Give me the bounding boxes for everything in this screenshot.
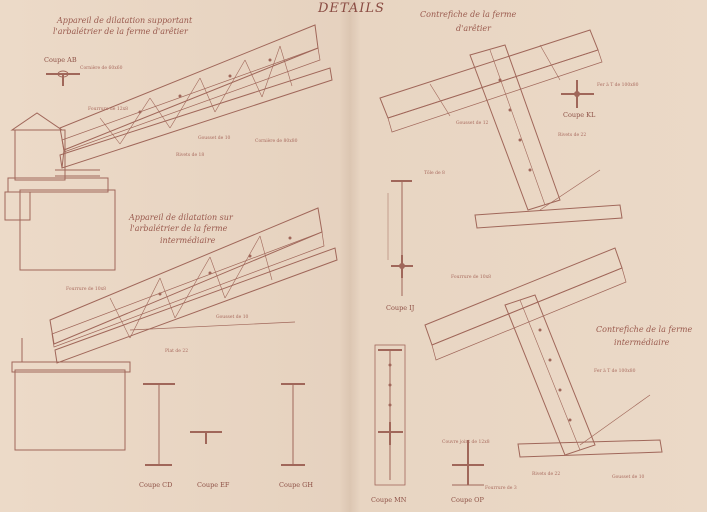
note-7: Fer à T de 100x80 (597, 83, 639, 88)
heading-4: l'arbalétrier de la ferme (130, 224, 228, 233)
cut-mn-label: Coupe MN (371, 496, 407, 504)
upper-left-truss (4, 24, 333, 271)
cut-cd-label: Coupe CD (139, 481, 173, 489)
cut-ab-label: Coupe AB (44, 56, 77, 64)
sections-mn-op (374, 344, 484, 486)
heading-8: Contrefiche de la ferme (596, 325, 693, 334)
note-2: Fourrure de 12x8 (88, 107, 129, 112)
cut-kl-label: Coupe KL (563, 111, 596, 119)
heading-9: intermédiaire (614, 338, 670, 347)
cut-gh-label: Coupe GH (279, 481, 314, 489)
note-9: Rivets de 22 (558, 133, 587, 138)
cut-ij-label: Coupe IJ (386, 304, 415, 312)
heading-7: d'arêtier (456, 24, 491, 33)
cut-op-label: Coupe OP (451, 496, 484, 504)
page-title: DETAILS (318, 1, 385, 16)
heading-6: Contrefiche de la ferme (420, 10, 517, 19)
rivets (138, 58, 580, 422)
note-10: Gousset de 12 (456, 121, 489, 126)
sections-cd-ef-gh (143, 383, 305, 466)
section-ij (387, 180, 413, 296)
note-5: Cornière de 80x80 (255, 139, 298, 144)
cut-ef-label: Coupe EF (197, 481, 230, 489)
note-15: Rivets de 22 (532, 472, 561, 477)
heading-2: l'arbalétrier de la ferme d'arêtier (53, 27, 188, 36)
note-3: Rivets de 18 (176, 153, 205, 158)
note-13: Gousset de 10 (216, 315, 249, 320)
lower-right-truss (424, 247, 663, 458)
section-ab (46, 70, 80, 86)
note-8: Fourrure de 10x8 (451, 275, 492, 280)
note-16: Gousset de 10 (612, 475, 645, 480)
note-14: Couvre joint de 12x8 (442, 440, 490, 445)
heading-5: intermédiaire (160, 236, 216, 245)
note-4: Gousset de 10 (198, 136, 231, 141)
note-17: Fourrure de 3 (485, 486, 517, 491)
note-6: Tôle de 8 (424, 171, 445, 176)
upper-right-truss (379, 29, 623, 229)
lower-left-truss (11, 207, 338, 451)
heading-1: Appareil de dilatation supportant (57, 16, 193, 25)
note-12: Fer à T de 100x80 (594, 369, 636, 374)
note-18: Plat de 22 (165, 349, 189, 354)
note-1: Cornière de 60x60 (80, 66, 123, 71)
heading-3: Appareil de dilatation sur (129, 213, 233, 222)
note-11: Fourrure de 10x8 (66, 287, 107, 292)
